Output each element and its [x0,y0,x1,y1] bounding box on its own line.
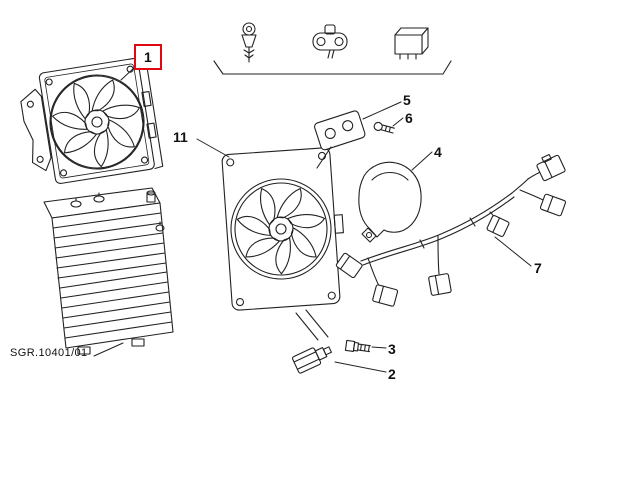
support-bracket-drawing [314,110,366,151]
callout-leader-lines [93,65,532,373]
callout-6: 6 [405,110,413,126]
fan-shroud-11-drawing [221,147,344,311]
callout-7: 7 [534,260,542,276]
assembly-line-a [295,312,319,341]
cable-clip-drawing [312,24,348,59]
motor-cover-drawing [358,161,422,243]
callout-1: 1 [134,44,162,70]
push-clip-drawing [241,22,257,63]
callout-3: 3 [388,341,396,357]
bracket-strip-line [213,60,452,75]
bracket-mount-line [316,146,332,169]
callout-11: 11 [173,129,188,145]
callout-4: 4 [434,144,442,160]
relay-drawing [394,27,429,60]
fan-switch-drawing [291,346,332,374]
radiator-drawing [43,187,174,355]
callout-5: 5 [403,92,411,108]
sensor-bolt-drawing [344,339,371,353]
wiring-harness-drawing [335,153,567,307]
reference-code: SGR.10401/01 [10,347,88,359]
screw-drawing [373,121,395,134]
fan-shroud-1-drawing [20,57,164,184]
callout-2: 2 [388,366,396,382]
assembly-line-b [305,309,329,338]
